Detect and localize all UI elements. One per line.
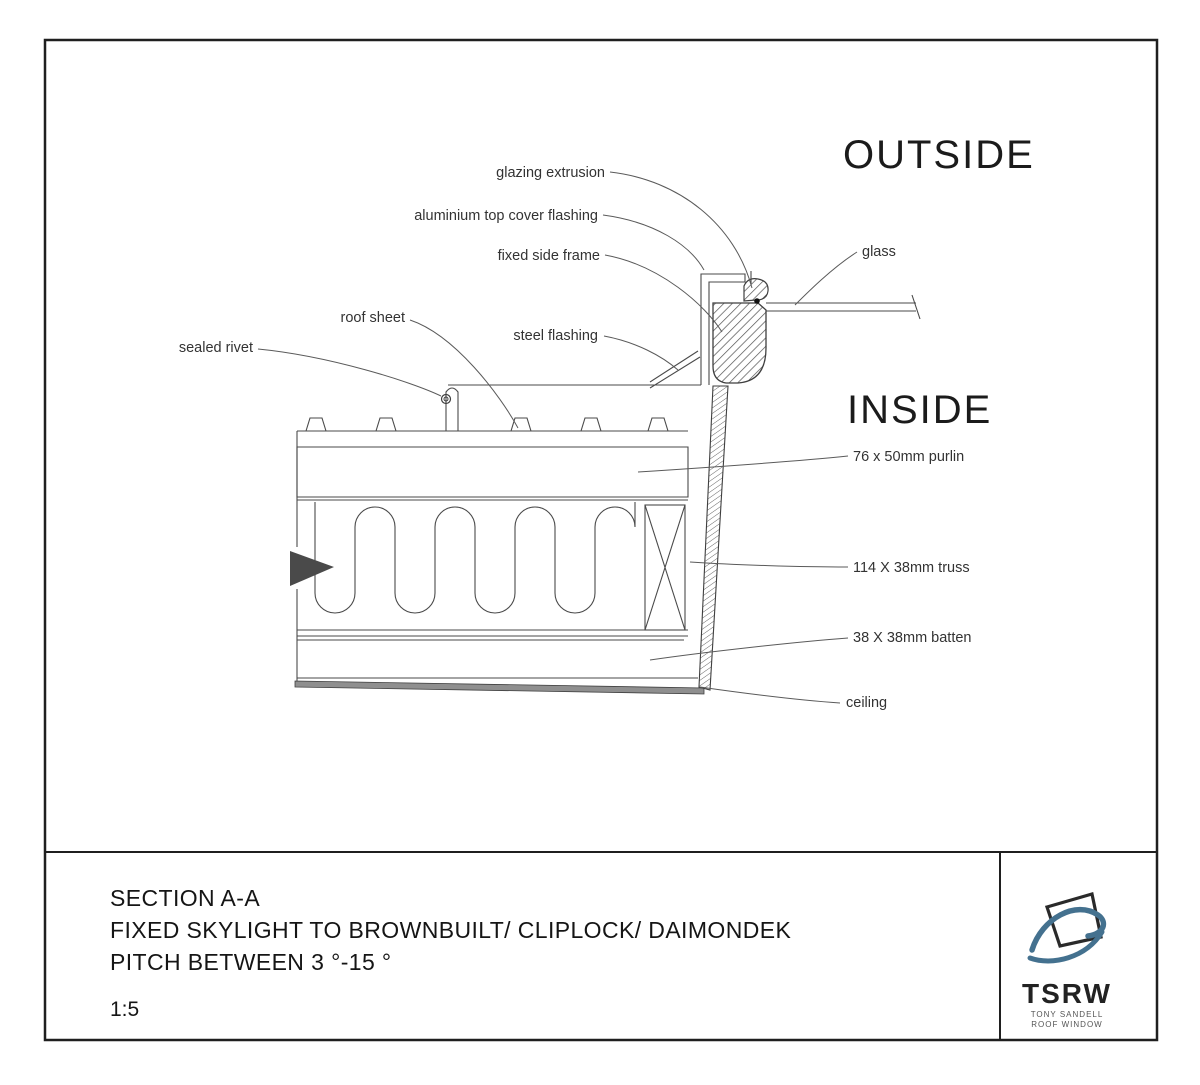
- glass-panel: [766, 294, 921, 320]
- fixed-side-frame-section: [712, 302, 767, 384]
- callout-glazing-extrusion: glazing extrusion: [496, 165, 605, 181]
- ceiling-section: [294, 680, 705, 695]
- leader-glazing-extrusion: [609, 171, 753, 289]
- leader-roof-sheet: [409, 319, 519, 429]
- break-symbol: [290, 431, 334, 681]
- roof-sheet-section: [297, 384, 701, 432]
- callout-batten: 38 X 38mm batten: [853, 630, 972, 646]
- glazing-extrusion-section: [743, 271, 769, 304]
- leader-truss: [689, 561, 849, 568]
- title-section: SECTION A-A: [110, 885, 260, 911]
- leader-batten: [649, 637, 849, 661]
- leader-fixed-side-frame: [604, 254, 723, 333]
- title-block: SECTION A-A FIXED SKYLIGHT TO BROWNBUILT…: [45, 851, 1157, 1040]
- sealed-rivet-section: [440, 393, 452, 405]
- title-pitch: PITCH BETWEEN 3 °-15 °: [110, 949, 392, 975]
- leader-ceiling: [699, 686, 841, 704]
- leader-glass: [794, 251, 858, 306]
- callout-glass: glass: [862, 244, 896, 260]
- zone-label-inside: INSIDE: [847, 388, 992, 432]
- callout-steel-flashing: steel flashing: [513, 328, 598, 344]
- callout-sealed-rivet: sealed rivet: [179, 340, 253, 356]
- steel-flashing-section: [649, 350, 701, 389]
- logo-name: TSRW: [1022, 978, 1112, 1009]
- purlin-section: [296, 446, 689, 498]
- callout-ceiling: ceiling: [846, 695, 887, 711]
- side-member-section: [698, 385, 729, 691]
- leader-steel-flashing: [603, 335, 679, 371]
- logo-sub1: TONY SANDELL: [1031, 1010, 1104, 1019]
- callout-roof-sheet: roof sheet: [341, 310, 406, 326]
- leader-purlin: [637, 455, 849, 473]
- title-scale: 1:5: [110, 998, 139, 1021]
- logo-sub2: ROOF WINDOW: [1031, 1020, 1102, 1029]
- sheet-border: [43, 38, 1159, 1042]
- truss-section: [297, 499, 688, 637]
- callout-top-cover-flashing: aluminium top cover flashing: [414, 208, 598, 224]
- logo-swoosh-lower-icon: [1027, 929, 1105, 964]
- callout-truss: 114 X 38mm truss: [853, 560, 970, 576]
- leader-sealed-rivet: [257, 348, 442, 397]
- title-description: FIXED SKYLIGHT TO BROWNBUILT/ CLIPLOCK/ …: [110, 917, 791, 943]
- callout-purlin: 76 x 50mm purlin: [853, 449, 964, 465]
- top-cover-flashing-section: [700, 273, 746, 385]
- tsrw-logo: TSRW TONY SANDELL ROOF WINDOW: [1022, 891, 1112, 1029]
- zone-label-outside: OUTSIDE: [843, 133, 1035, 177]
- batten-section: [297, 639, 698, 679]
- callout-fixed-side-frame: fixed side frame: [498, 248, 600, 264]
- leader-top-cover-flashing: [602, 214, 705, 271]
